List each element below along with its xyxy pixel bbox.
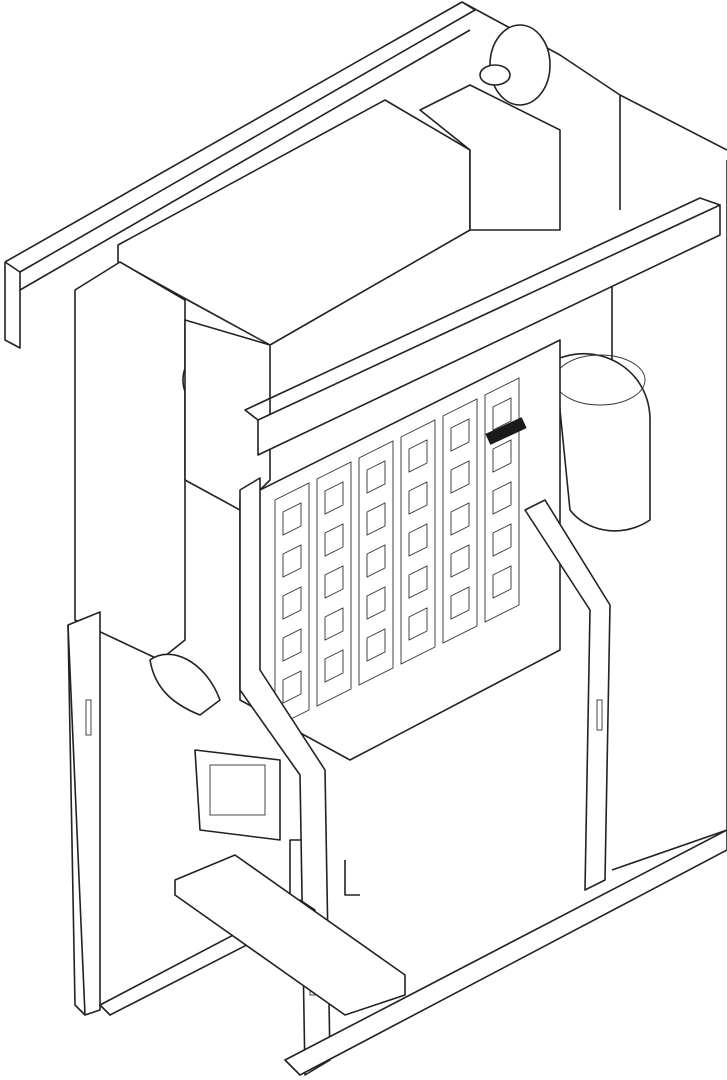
section-window (408, 481, 428, 515)
top-rear-rail (4, 1, 621, 349)
front-top-beam (244, 197, 721, 456)
exchanger-section (442, 398, 478, 644)
section-window (366, 502, 386, 536)
logo-plate (485, 417, 527, 445)
section-window (492, 481, 512, 515)
casing-top-lid (117, 84, 561, 346)
condensate-trap (194, 749, 305, 931)
exchanger-section (484, 377, 520, 623)
left-side-components (74, 261, 271, 716)
section-window (450, 502, 470, 536)
flue-pipe (479, 24, 651, 532)
section-window (450, 460, 470, 494)
section-window (282, 670, 302, 704)
exchanger-section (358, 440, 394, 686)
section-window (282, 544, 302, 578)
section-window (366, 628, 386, 662)
section-window (324, 607, 344, 641)
heat-exchanger-sections (274, 377, 520, 728)
section-window (324, 523, 344, 557)
exchanger-section (316, 461, 352, 707)
right-frame-leg (524, 499, 611, 891)
section-window (408, 439, 428, 473)
left-frame-leg (67, 611, 101, 1016)
section-window (492, 523, 512, 557)
section-window (366, 460, 386, 494)
section-window (492, 397, 512, 431)
section-window (408, 523, 428, 557)
section-window (408, 565, 428, 599)
section-window (282, 502, 302, 536)
section-window (324, 565, 344, 599)
exchanger-section (400, 419, 436, 665)
section-window (492, 439, 512, 473)
section-window (324, 481, 344, 515)
section-window (450, 418, 470, 452)
section-window (492, 565, 512, 599)
section-window (282, 586, 302, 620)
section-window (324, 649, 344, 683)
section-window (282, 628, 302, 662)
heat-exchanger (239, 339, 561, 761)
section-window (450, 586, 470, 620)
exchanger-section (274, 482, 310, 728)
section-window (366, 544, 386, 578)
section-window (450, 544, 470, 578)
base-frame (99, 829, 727, 1076)
section-window (408, 607, 428, 641)
section-window (366, 586, 386, 620)
